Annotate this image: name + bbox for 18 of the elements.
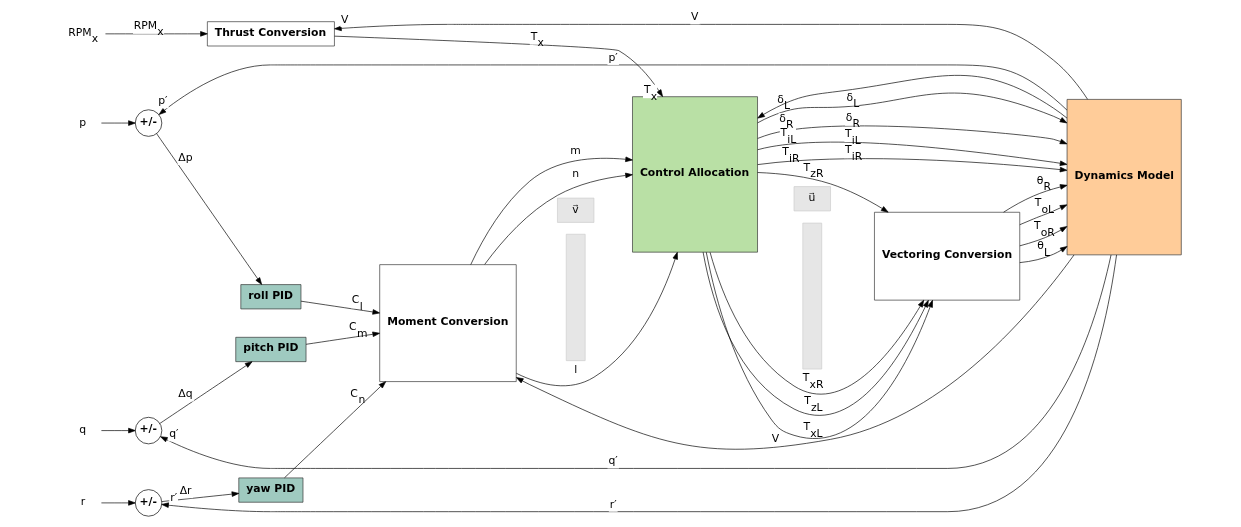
label: V	[340, 12, 348, 26]
edge-label: Δq	[177, 387, 193, 401]
edge-label: Δp	[177, 150, 193, 164]
label: q′	[168, 427, 178, 441]
node-text: q	[78, 423, 86, 437]
edge-label: l	[573, 363, 577, 376]
label: p′	[157, 94, 168, 108]
label: r′	[169, 490, 177, 504]
node-text: r	[80, 495, 85, 509]
node-text: p	[78, 115, 86, 129]
edge-label: Δr	[179, 483, 191, 497]
edge-label: n	[571, 167, 579, 180]
edge-label: V	[690, 10, 698, 24]
edge-label: m	[569, 144, 581, 158]
edge-label: p′	[608, 50, 618, 64]
edge-label: V	[771, 431, 779, 445]
edge-label: q′	[608, 454, 618, 468]
edge-label: r′	[609, 497, 617, 511]
